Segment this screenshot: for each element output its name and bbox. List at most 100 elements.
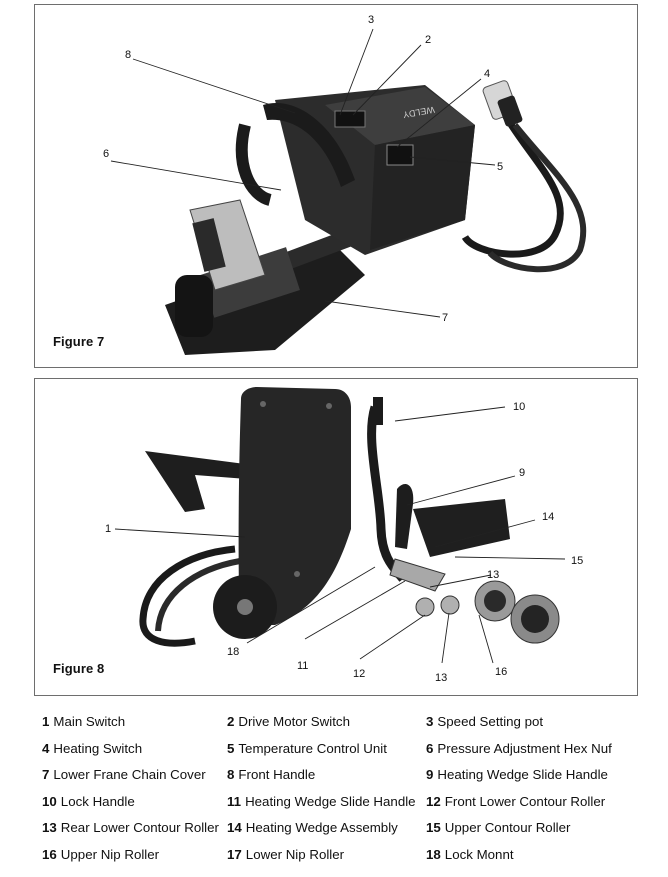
legend-item-number: 12 <box>426 793 441 809</box>
heating-wedge <box>389 558 446 592</box>
legend-item-label: Speed Setting pot <box>437 714 544 729</box>
legend-item-label: Upper Nip Roller <box>60 846 160 862</box>
callout-10: 10 <box>513 401 525 413</box>
power-cable <box>461 113 564 258</box>
callout-6: 6 <box>103 148 109 160</box>
figure-8-caption: Figure 8 <box>53 661 105 676</box>
callout-15: 14 <box>542 511 554 523</box>
main-plate <box>238 387 351 625</box>
legend-item-number: 7 <box>42 767 50 782</box>
callout-3: 3 <box>368 14 374 26</box>
callout-13: 13 <box>435 672 447 684</box>
legend-item-number: 5 <box>227 740 235 756</box>
legend-item-label: Main Switch <box>53 714 126 729</box>
legend-item-number: 8 <box>227 767 235 782</box>
drive-motor-unit <box>189 199 266 291</box>
legend-item-label: Front Lower Contour Roller <box>444 793 606 809</box>
control-switch-panel <box>334 110 366 128</box>
legend-item-label: Rear Lower Contour Roller <box>60 820 219 835</box>
legend-item-number: 2 <box>227 714 235 729</box>
legend-item-number: 15 <box>426 820 441 835</box>
callout-18: 18 <box>227 646 239 658</box>
callout-2: 2 <box>425 34 431 46</box>
callout-7: 7 <box>442 312 448 324</box>
legend-item-label: Drive Motor Switch <box>238 714 350 729</box>
legend-item-number: 16 <box>42 846 57 862</box>
callout-1: 1 <box>105 523 111 535</box>
figure-8-photo: 10 9 1 14 15 13 11 12 13 16 18 <box>105 387 583 684</box>
power-cable <box>139 545 236 647</box>
legend-item-label: Front Handle <box>238 767 316 782</box>
callout-11: 11 <box>297 660 308 672</box>
legend-item-label: Temperature Control Unit <box>238 740 387 756</box>
callout-8: 8 <box>125 49 131 61</box>
legend-item-number: 14 <box>227 820 242 835</box>
legend-item-label: Lock Monnt <box>444 846 514 862</box>
callout-5: 5 <box>497 161 503 173</box>
figure-8-panel: 10 9 1 14 15 13 11 12 13 16 18 Figure 8 <box>34 378 638 696</box>
legend-item-number: 17 <box>227 846 242 862</box>
front-contour-roller <box>415 597 435 617</box>
callout-17: 16 <box>495 666 507 678</box>
legend-item-label: Pressure Adjustment Hex Nuf <box>437 740 612 756</box>
callout-12: 12 <box>353 668 365 680</box>
legend-item-number: 4 <box>42 740 50 756</box>
hose-loop <box>235 123 273 206</box>
legend-item-number: 10 <box>42 793 57 809</box>
legend-item-number: 9 <box>426 767 434 782</box>
callout-4: 4 <box>484 68 490 80</box>
lock-handle <box>373 397 383 425</box>
figure-7-caption: Figure 7 <box>53 334 105 349</box>
power-plug <box>482 80 523 127</box>
legend-item-label: Lower Nip Roller <box>245 846 345 862</box>
front-handle <box>263 103 355 187</box>
figure-7-callout-lines <box>110 28 496 318</box>
rear-contour-roller <box>440 595 460 615</box>
legend-item-label: Lower Frane Chain Cover <box>53 767 206 782</box>
legend-item-number: 18 <box>426 846 441 862</box>
callout-14: 13 <box>487 569 499 581</box>
legend-item-label: Lock Handle <box>60 793 135 809</box>
legend-item-label: Heating Wedge Slide Handle <box>437 767 608 782</box>
legend-item-number: 1 <box>42 714 50 729</box>
figure-7-photo: WELDY 3 2 4 5 6 7 8 <box>103 14 587 355</box>
temperature-control-unit <box>386 144 414 166</box>
legend-item-number: 6 <box>426 740 434 756</box>
figure-7-panel: WELDY 3 2 4 5 6 7 8 Figure 7 <box>34 4 638 368</box>
legend-item-label: Upper Contour Roller <box>444 820 571 835</box>
legend-item-label: Heating Switch <box>53 740 143 756</box>
legend-item-label: Heating Wedge Slide Handle <box>245 793 416 809</box>
nip-roller <box>175 275 213 337</box>
wedge-slide-handle <box>395 484 414 549</box>
main-housing: WELDY <box>275 85 475 255</box>
legend-item-number: 3 <box>426 714 434 729</box>
legend-item-number: 11 <box>227 793 242 809</box>
legend-item-number: 13 <box>42 820 57 835</box>
right-housing <box>413 499 510 557</box>
nip-rollers <box>474 580 560 644</box>
legend-item-label: Heating Wedge Assembly <box>245 820 398 835</box>
